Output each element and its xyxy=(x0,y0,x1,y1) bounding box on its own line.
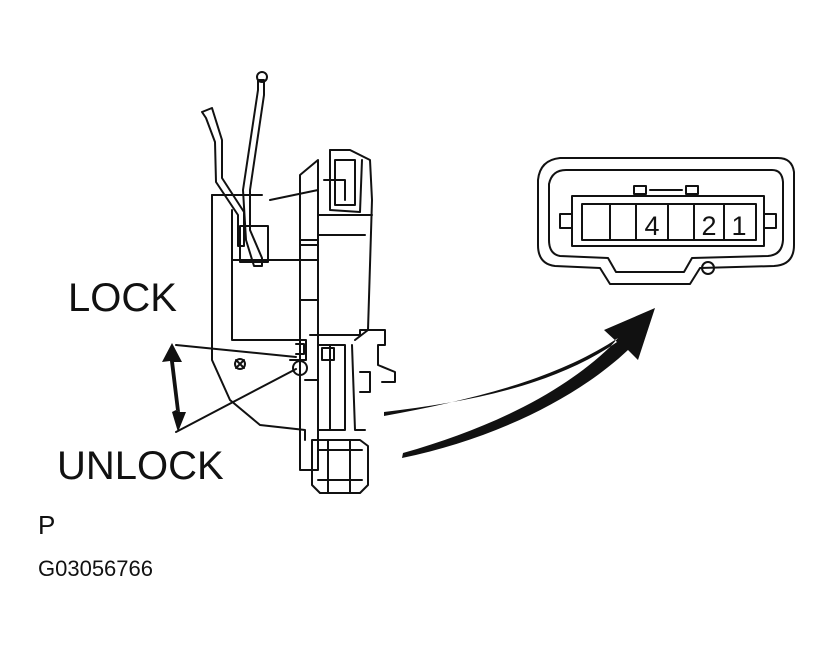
pointer-arrow xyxy=(384,308,655,458)
leader-lines xyxy=(175,344,297,433)
view-label: P xyxy=(38,510,56,540)
unlock-label: UNLOCK xyxy=(57,444,224,488)
pin-2-label: 2 xyxy=(701,211,716,241)
lock-unlock-arrow xyxy=(162,343,186,432)
pin-1-label: 1 xyxy=(731,211,746,241)
figure-code: G03056766 xyxy=(38,556,153,581)
pin-4-label: 4 xyxy=(644,211,659,241)
connector-pin-labels: 4 2 1 xyxy=(644,211,746,241)
lock-label: LOCK xyxy=(68,276,177,320)
lock-switch-assembly xyxy=(289,329,396,494)
connector-housing xyxy=(537,157,795,285)
door-lock-body xyxy=(211,149,373,471)
